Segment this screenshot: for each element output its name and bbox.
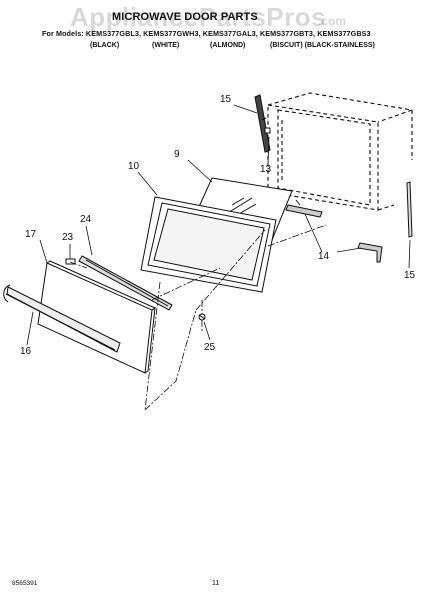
color-almond: (ALMOND)	[210, 42, 246, 49]
leader-lines	[26, 104, 411, 346]
models-line: For Models: KEMS377GBL3, KEMS377GWH3, KE…	[42, 29, 371, 38]
part-25-screw	[198, 313, 206, 321]
part-16-door-handle	[3, 284, 121, 353]
part-10-door-frame	[140, 196, 277, 293]
part-24-door-seal-strip	[78, 255, 173, 311]
watermark-domain: .com	[318, 14, 347, 28]
part-14-hinges	[285, 199, 383, 263]
callout-23: 23	[62, 232, 74, 243]
callout-15-top: 15	[220, 94, 232, 105]
callout-9: 9	[174, 149, 180, 160]
callout-14: 14	[318, 251, 330, 262]
color-black: (BLACK)	[90, 42, 120, 49]
alignment-lines	[69, 224, 327, 411]
diagram-code: 8565391	[12, 580, 38, 587]
diagram-title: MICROWAVE DOOR PARTS	[112, 11, 258, 23]
callout-24: 24	[80, 214, 92, 225]
part-23-clip	[65, 258, 76, 265]
callout-16: 16	[20, 346, 32, 357]
color-biscuit-stainless: (BISCUIT) (BLACK-STAINLESS)	[270, 42, 375, 49]
part-15-right-rail	[406, 181, 413, 238]
color-white: (WHITE)	[152, 42, 180, 49]
callout-25: 25	[204, 342, 216, 353]
watermark-text: AppliancePartsPros	[70, 2, 327, 32]
page-number: 11	[212, 580, 220, 587]
callout-13: 13	[260, 164, 272, 175]
part-15-hinge-rail-left	[254, 94, 271, 153]
callout-15-right: 15	[404, 270, 416, 281]
callout-17: 17	[25, 229, 37, 240]
callout-10: 10	[128, 161, 140, 172]
